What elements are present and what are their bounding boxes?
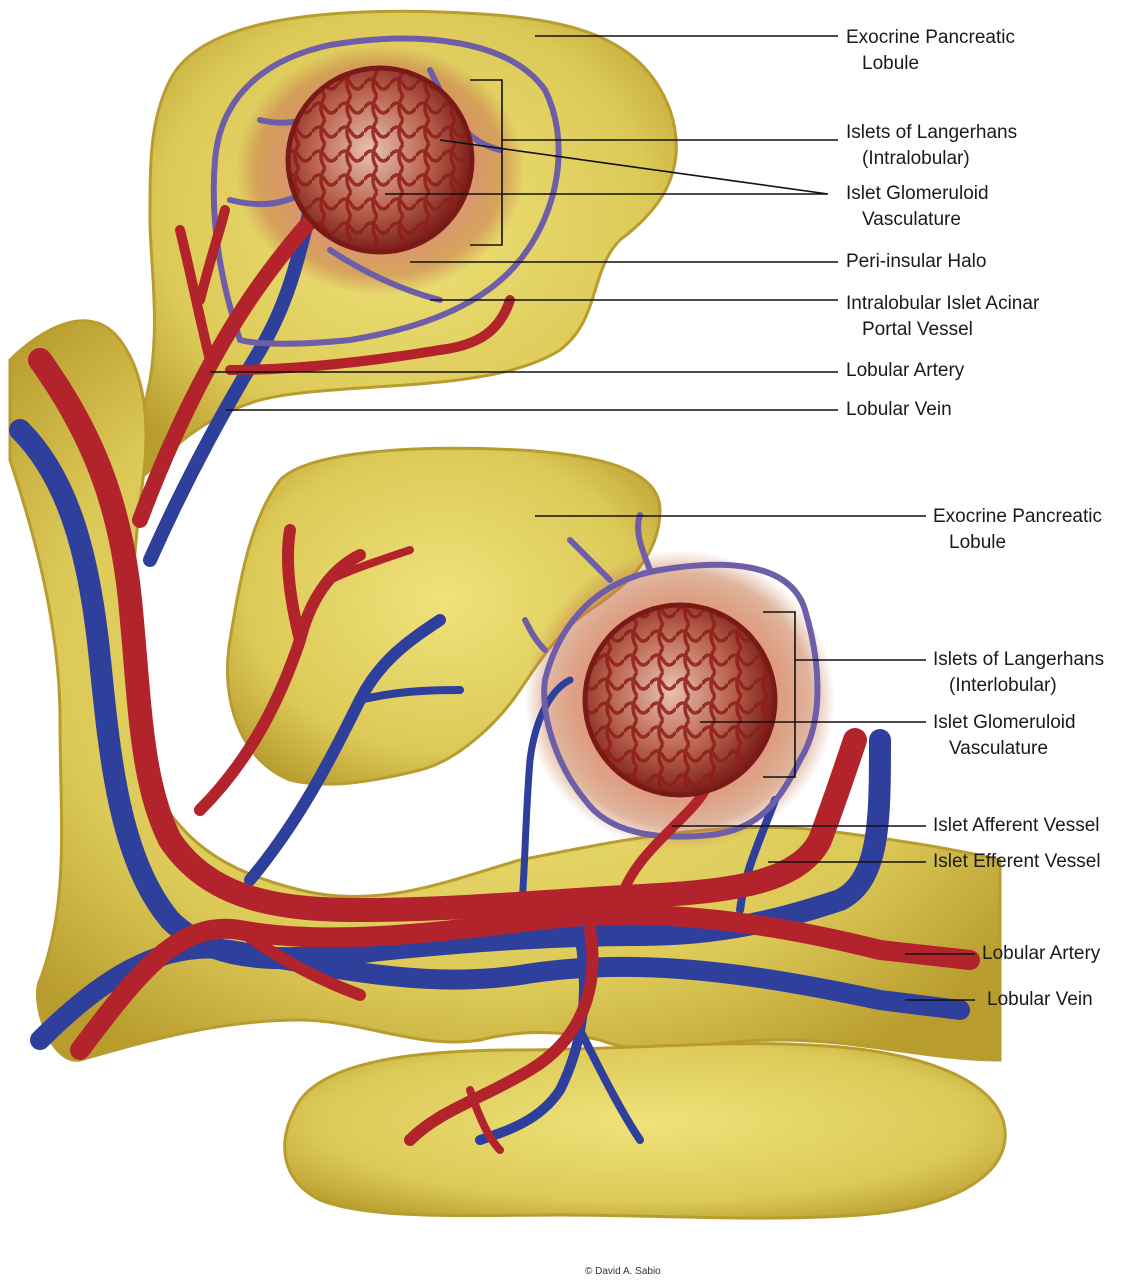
label-lobular-vein-bottom: Lobular Vein	[987, 987, 1093, 1013]
label-afferent-vessel: Islet Afferent Vessel	[933, 813, 1100, 839]
label-lobular-artery-top-text: Lobular Artery	[846, 358, 964, 384]
label-lobular-artery-top: Lobular Artery	[846, 358, 964, 384]
label-lobular-artery-bottom: Lobular Artery	[982, 941, 1100, 967]
label-islets-inter-line1: Islets of Langerhans	[933, 647, 1104, 673]
label-glomeruloid-bottom-line1: Islet Glomeruloid	[933, 710, 1076, 736]
label-islets-intra-line2: (Intralobular)	[846, 146, 1017, 172]
label-portal-vessel-line2: Portal Vessel	[846, 317, 1039, 343]
label-glomeruloid-top-line1: Islet Glomeruloid	[846, 181, 989, 207]
label-glomeruloid-top: Islet Glomeruloid Vasculature	[846, 181, 989, 233]
label-peri-insular-halo: Peri-insular Halo	[846, 249, 986, 275]
label-islets-inter-line2: (Interlobular)	[933, 673, 1104, 699]
label-lobular-vein-bottom-text: Lobular Vein	[987, 987, 1093, 1013]
label-middle-lobule-line2: Lobule	[933, 530, 1102, 556]
label-middle-lobule: Exocrine Pancreatic Lobule	[933, 504, 1102, 556]
label-portal-vessel-line1: Intralobular Islet Acinar	[846, 291, 1039, 317]
label-lobular-vein-top: Lobular Vein	[846, 397, 952, 423]
label-lobular-vein-top-text: Lobular Vein	[846, 397, 952, 423]
top-islet	[288, 68, 472, 252]
label-efferent-vessel: Islet Efferent Vessel	[933, 849, 1101, 875]
label-top-lobule-line1: Exocrine Pancreatic	[846, 25, 1015, 51]
label-top-lobule: Exocrine Pancreatic Lobule	[846, 25, 1015, 77]
bottom-exocrine-lobule	[285, 1044, 1006, 1219]
label-portal-vessel: Intralobular Islet Acinar Portal Vessel	[846, 291, 1039, 343]
label-islets-intralobular: Islets of Langerhans (Intralobular)	[846, 120, 1017, 172]
label-glomeruloid-top-line2: Vasculature	[846, 207, 989, 233]
label-top-lobule-line2: Lobule	[846, 51, 1015, 77]
label-islets-interlobular: Islets of Langerhans (Interlobular)	[933, 647, 1104, 699]
label-glomeruloid-bottom: Islet Glomeruloid Vasculature	[933, 710, 1076, 762]
label-lobular-artery-bottom-text: Lobular Artery	[982, 941, 1100, 967]
label-glomeruloid-bottom-line2: Vasculature	[933, 736, 1076, 762]
label-efferent-text: Islet Efferent Vessel	[933, 849, 1101, 875]
bottom-islet	[585, 605, 775, 795]
label-peri-halo-text: Peri-insular Halo	[846, 249, 986, 275]
label-afferent-text: Islet Afferent Vessel	[933, 813, 1100, 839]
copyright-credit: © David A. Sabio	[585, 1266, 661, 1277]
label-middle-lobule-line1: Exocrine Pancreatic	[933, 504, 1102, 530]
label-islets-intra-line1: Islets of Langerhans	[846, 120, 1017, 146]
